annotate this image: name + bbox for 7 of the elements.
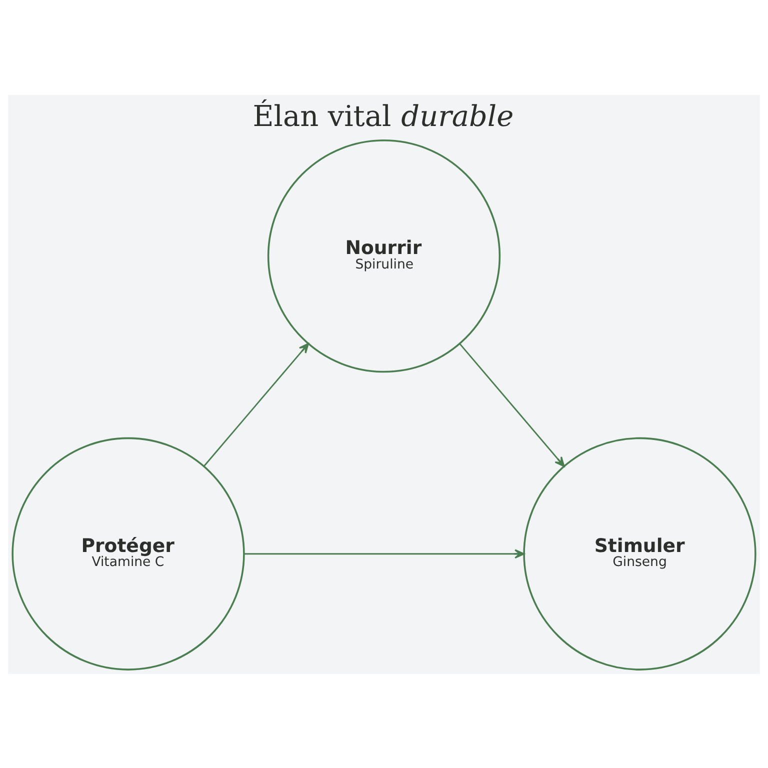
arrow — [459, 342, 565, 466]
diagram-title: Élan vital durable — [252, 98, 514, 132]
arrow — [204, 342, 310, 466]
node-circle: Protéger Vitamine C — [12, 436, 245, 670]
node-circle: Nourrir Spiruline — [267, 139, 501, 372]
arrow — [244, 548, 525, 558]
node-circle: Stimuler Ginseng — [523, 436, 756, 670]
